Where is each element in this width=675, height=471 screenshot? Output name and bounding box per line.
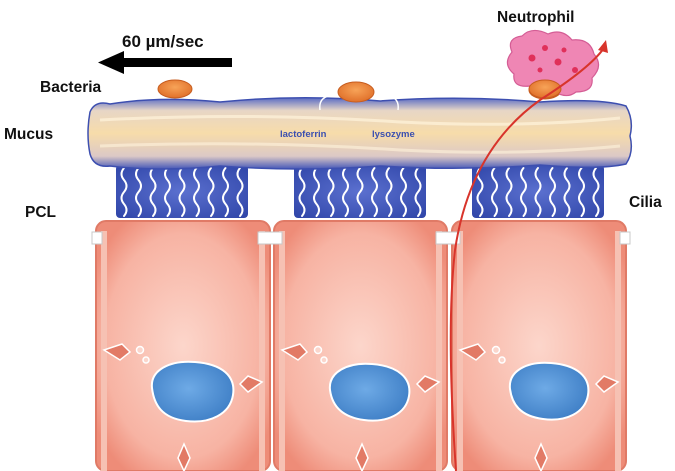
mucus-label: Mucus xyxy=(4,126,53,143)
pcl-label: PCL xyxy=(25,204,56,221)
nuclei xyxy=(152,362,589,422)
bacterium-1 xyxy=(158,80,192,98)
pcl-layer xyxy=(116,165,604,218)
nucleus-1 xyxy=(152,362,234,422)
nucleus-3 xyxy=(510,363,589,420)
left-arrow-icon xyxy=(98,51,232,74)
bacteria-label: Bacteria xyxy=(40,79,102,96)
mucus-layer xyxy=(88,98,631,169)
lysozyme-label: lysozyme xyxy=(372,129,415,140)
cilia-label: Cilia xyxy=(629,194,662,211)
neutrophil-cell xyxy=(507,30,598,98)
speed-label: 60 µm/sec xyxy=(122,32,204,51)
nucleus-2 xyxy=(330,364,410,421)
lactoferrin-label: lactoferrin xyxy=(280,129,327,140)
neutrophil-label: Neutrophil xyxy=(497,9,575,26)
bacterium-2 xyxy=(338,82,374,102)
